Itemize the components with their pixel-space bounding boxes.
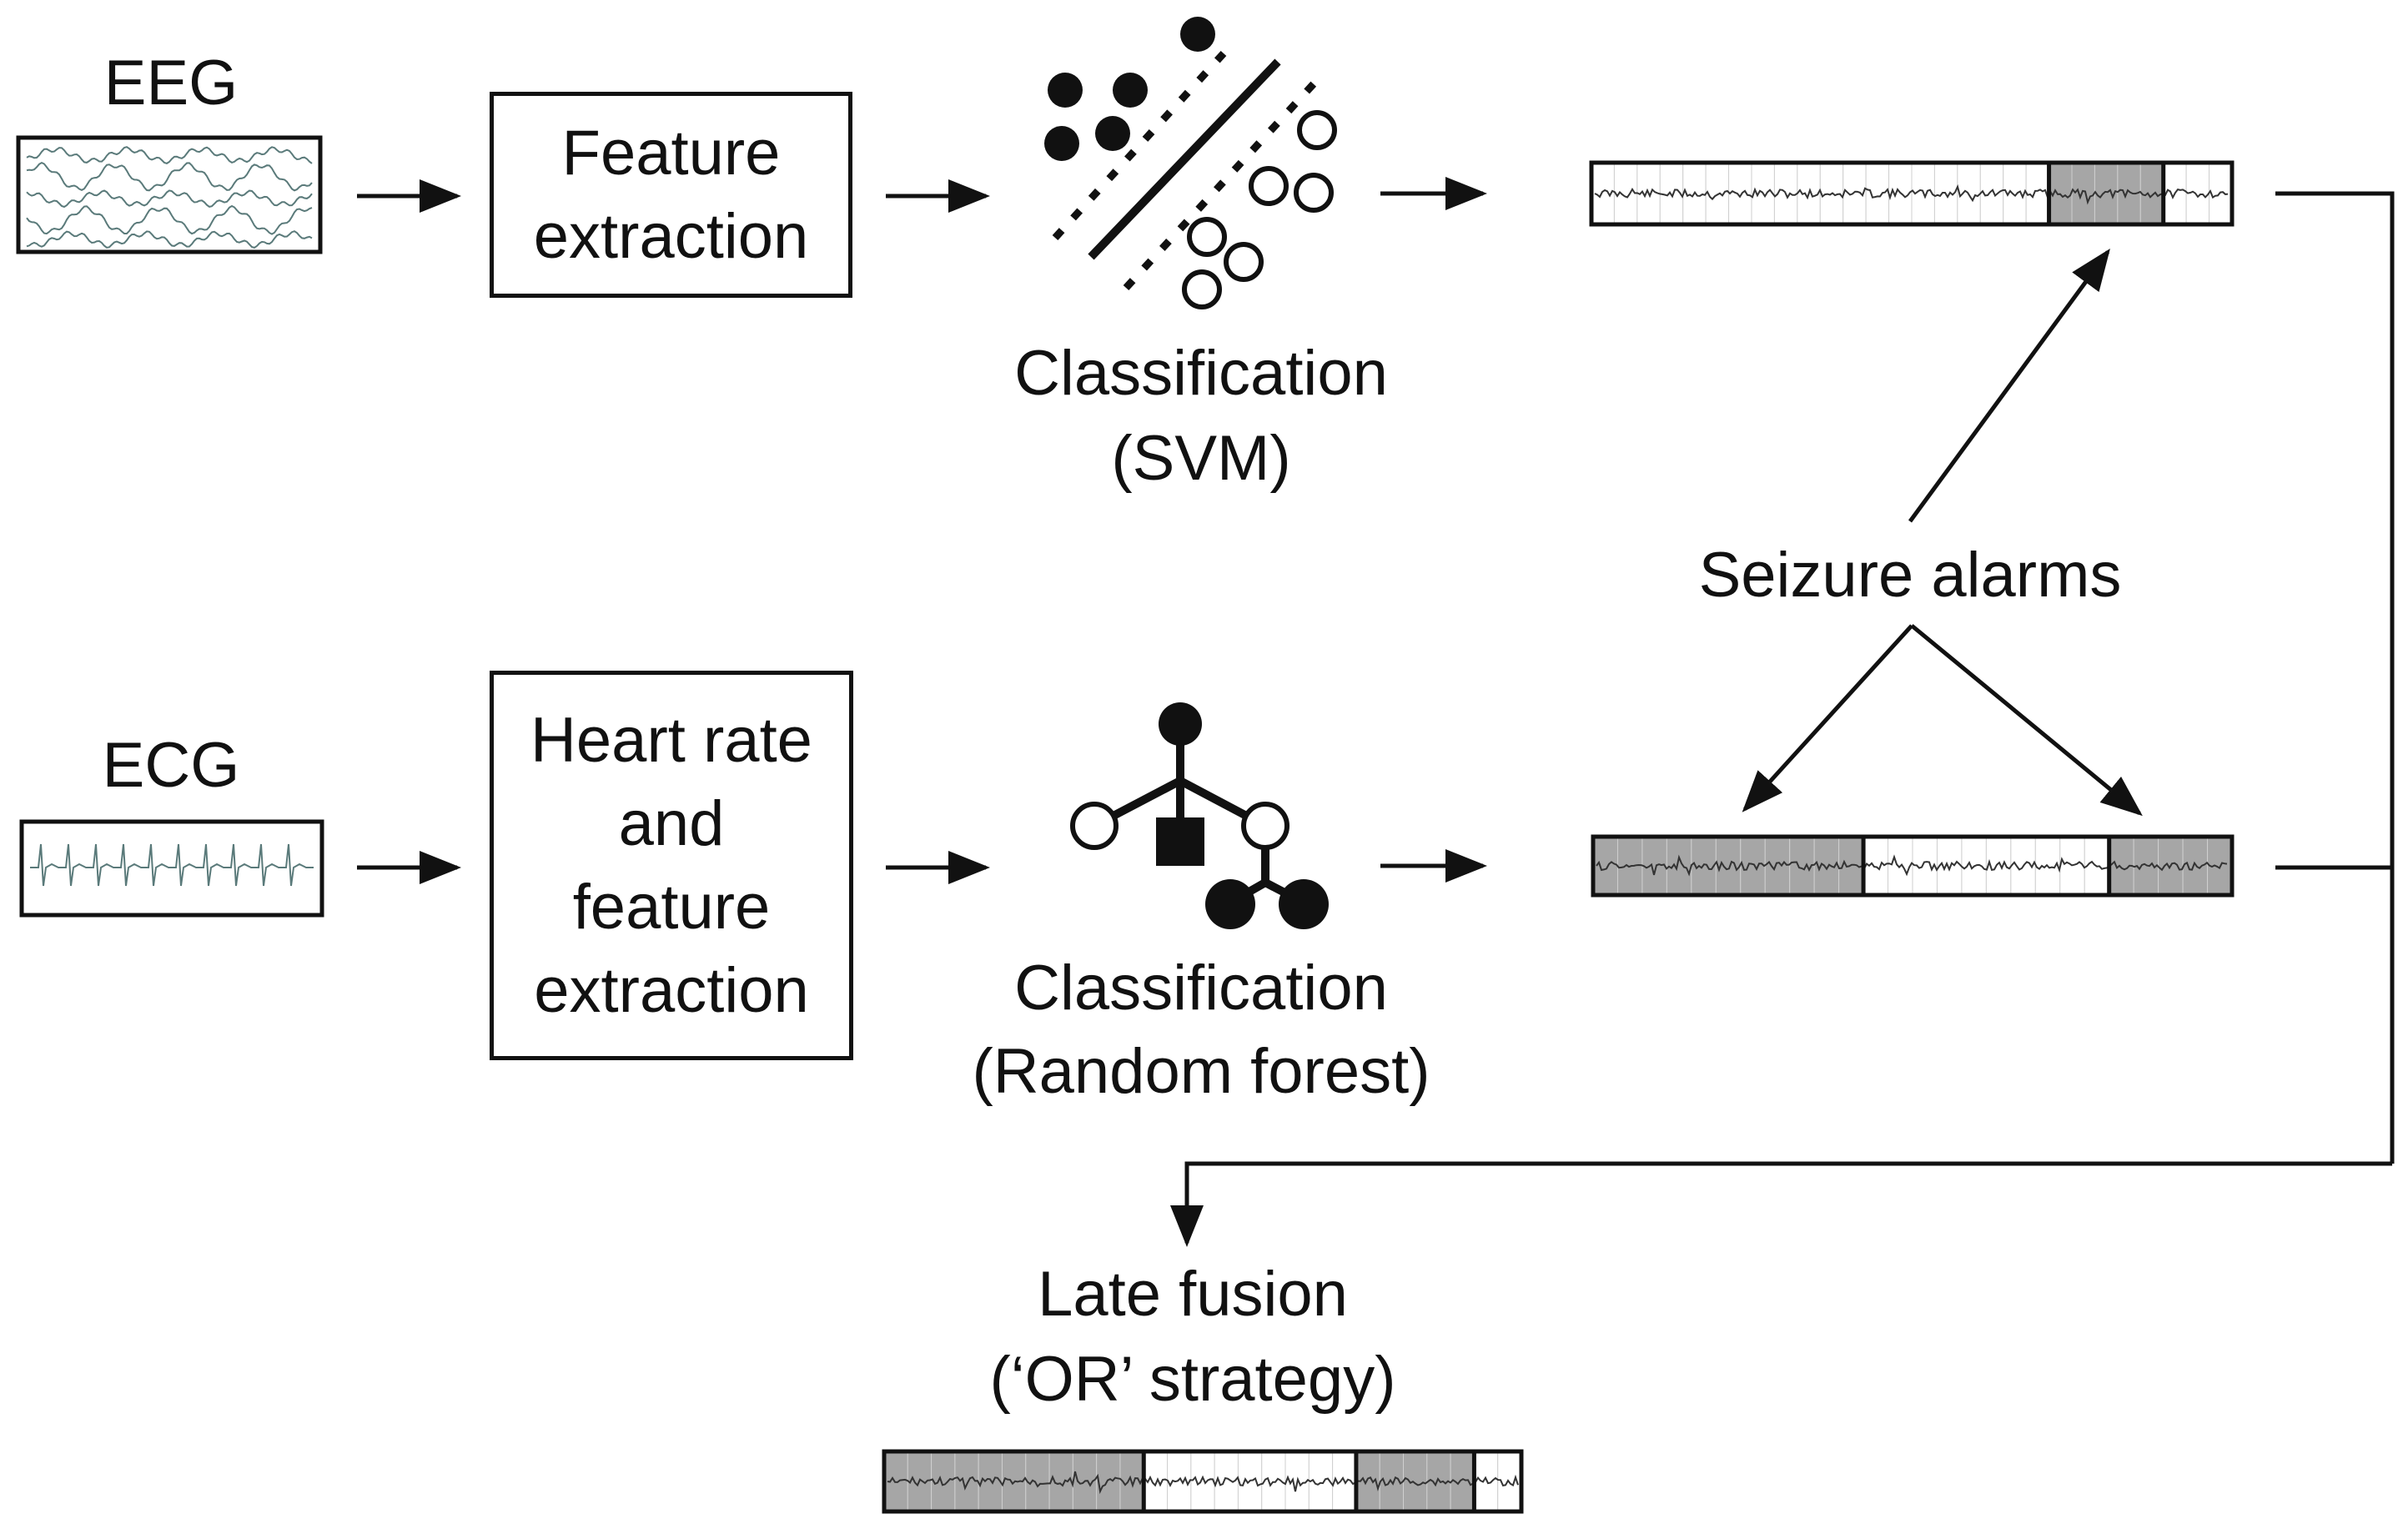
ecg-label: ECG [102,730,240,801]
strip-segment [1740,836,1766,896]
strip-border [1591,834,2235,898]
strip-trace [1596,854,2228,877]
late-fusion-label: Late fusion [1038,1259,1348,1330]
eeg-label: EEG [103,48,239,118]
strip-trace [887,1471,1519,1495]
fusion-connector-lines [1170,191,2395,1247]
hr-feature-line-1: Heart rate [530,704,812,776]
heart-rate-feature-extraction-box: Heart rate and feature extraction [490,671,853,1060]
strip-segment [1025,1451,1050,1512]
ecg-traces [30,843,314,887]
ecg-trace [30,843,314,887]
strip-border [1589,160,2235,227]
ecg-alarm-strip [1591,834,2235,898]
strip-segment [1705,162,1730,225]
strip-border [882,1449,1524,1514]
strip-segment [1936,836,1963,896]
strip-segment [1473,1451,1499,1512]
strip-segment [1190,1451,1215,1512]
late-fusion-sublabel: (‘OR’ strategy) [989,1344,1396,1415]
random-forest-classifier-icon [1070,702,1329,929]
svm-classification-label: Classification [1014,338,1388,409]
arrow-alarms-to-ecg-strip-left [1742,624,1913,812]
feature-extraction-box: Feature extraction [490,92,852,298]
feature-extraction-line-1: Feature [561,117,781,189]
strip-trace [1594,184,2229,205]
feature-extraction-line-2: extraction [533,200,809,272]
hr-feature-line-3: feature [572,871,771,943]
strip-segment [1789,836,1815,896]
eeg-trace [26,161,313,192]
svm-classifier-icon [1044,17,1337,309]
eeg-trace [26,230,313,249]
strip-segment [1613,162,1638,225]
strip-segment [931,1451,956,1512]
strip-segment [2139,162,2164,225]
strip-segment [1641,836,1667,896]
eeg-signal-thumbnail [16,135,323,254]
eeg-trace [26,204,313,235]
svm-classification-sublabel: (SVM) [1111,423,1291,494]
strip-segment [2209,162,2233,225]
fusion-alarm-strip [882,1449,1524,1514]
strip-segment [1865,162,1890,225]
eeg-traces [26,146,313,249]
strip-segment [2182,836,2209,896]
arrow-alarms-to-ecg-strip-right [1910,624,2143,817]
strip-segment [1764,836,1791,896]
ecg-signal-thumbnail [19,819,324,918]
strip-segment [1096,1451,1121,1512]
seizure-alarms-label: Seizure alarms [1698,540,2122,611]
strip-segment [1666,836,1692,896]
rf-classification-label: Classification [1014,953,1388,1024]
strip-segment [1728,162,1752,225]
eeg-trace [26,189,313,209]
rf-classification-sublabel: (Random forest) [972,1036,1430,1107]
eeg-alarm-strip [1589,160,2235,227]
arrow-alarms-to-eeg-strip [1908,248,2110,523]
eeg-trace [26,146,313,164]
hr-feature-line-4: extraction [534,954,809,1026]
strip-segment [1403,1451,1428,1512]
strip-segment [1048,1451,1073,1512]
hr-feature-line-2: and [618,787,725,859]
